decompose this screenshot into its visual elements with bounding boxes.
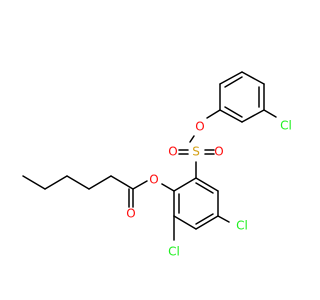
sulfonyl-double-bonds xyxy=(178,149,215,155)
atom-o-sulfonyl-left: O xyxy=(168,145,177,159)
bond xyxy=(219,109,243,123)
atom-cl-left: Cl xyxy=(168,245,180,259)
bond xyxy=(206,109,221,119)
bond xyxy=(110,175,134,190)
structure-canvas: O S O O O O Cl Cl Cl xyxy=(22,71,292,259)
bond xyxy=(263,109,277,118)
bond xyxy=(195,215,219,230)
hexanoyl-chain xyxy=(22,175,134,190)
bond xyxy=(241,109,265,123)
dichlorophenyl-ring xyxy=(173,177,230,241)
atom-o-sulfonate-ester: O xyxy=(195,120,204,134)
bond xyxy=(189,135,195,143)
bond xyxy=(66,175,90,190)
bond xyxy=(224,106,243,118)
bond xyxy=(88,175,112,190)
atom-cl-phenyl: Cl xyxy=(280,119,292,133)
bond xyxy=(195,182,214,194)
bond xyxy=(173,177,197,192)
atom-o-sulfonyl-right: O xyxy=(214,145,223,159)
bond xyxy=(161,183,175,192)
bond xyxy=(224,76,243,88)
atom-s-sulfonyl: S xyxy=(192,145,200,159)
atom-o-carbonyl: O xyxy=(126,207,135,221)
bond xyxy=(241,71,265,85)
bond xyxy=(173,215,197,230)
atom-cl-right: Cl xyxy=(236,219,248,233)
molecule-diagram: O S O O O O Cl Cl Cl xyxy=(22,71,292,259)
bond xyxy=(44,175,68,190)
bond xyxy=(132,180,148,190)
atom-o-ester: O xyxy=(149,173,158,187)
chlorophenyl-ring xyxy=(219,71,277,123)
bond xyxy=(217,215,230,223)
bond xyxy=(195,213,214,225)
bond xyxy=(219,71,243,85)
bond xyxy=(195,177,219,192)
bond xyxy=(22,175,46,190)
